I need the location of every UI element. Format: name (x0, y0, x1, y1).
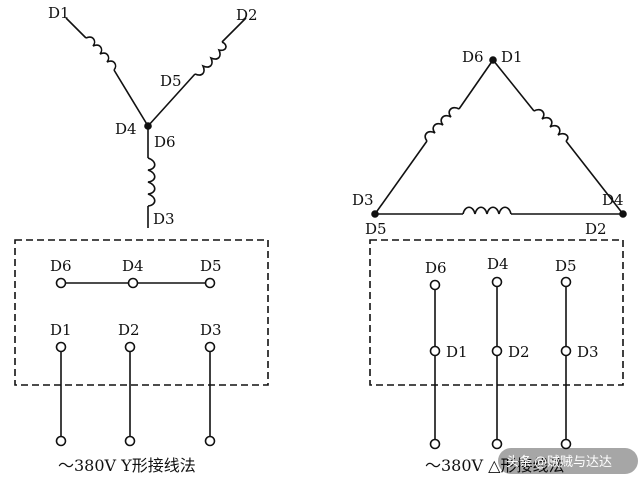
delta-supply-terminal-l2 (491, 438, 503, 450)
wye-neutral-node (144, 122, 152, 130)
wye-caption: ～380V Y形接线法 (58, 456, 196, 475)
wye-terminal-d4 (127, 277, 139, 289)
delta-lead-right-top (492, 59, 535, 112)
delta-lead-left-top (458, 59, 494, 110)
delta-terminal-d6 (429, 279, 441, 291)
wye-label-d6: D6 (154, 133, 176, 151)
delta-box-label-d1: D1 (446, 343, 468, 361)
wye-label-d4: D4 (115, 120, 137, 138)
wye-terminal-d1 (55, 341, 67, 353)
delta-lead-left-bottom (374, 140, 428, 215)
wye-lead-d1 (65, 17, 87, 39)
delta-terminal-d1 (429, 345, 441, 357)
wye-terminal-d3 (204, 341, 216, 353)
delta-caption: ～380V △形接线法 (425, 456, 565, 475)
delta-label-d2: D2 (585, 220, 607, 238)
wye-terminal-d5 (204, 277, 216, 289)
delta-label-d3: D3 (352, 191, 374, 209)
wye-label-d1: D1 (48, 4, 70, 22)
wye-supply-terminal-l2 (124, 435, 136, 447)
wye-label-d5: D5 (160, 72, 182, 90)
wye-supply-leads (60, 352, 211, 436)
delta-winding-diagram (371, 56, 627, 218)
delta-node-top (489, 56, 497, 64)
delta-label-d1: D1 (501, 48, 523, 66)
delta-box-label-d6: D6 (425, 259, 447, 277)
wye-box-label-d6: D6 (50, 257, 72, 275)
wye-coil-d3 (147, 157, 156, 207)
wye-winding-diagram (65, 17, 247, 228)
delta-box-label-d2: D2 (508, 343, 530, 361)
watermark-prefix: 头条 (506, 454, 532, 470)
delta-box-label-d5: D5 (555, 257, 577, 275)
delta-lead-right-bottom (565, 140, 624, 215)
wye-box-label-d1: D1 (50, 321, 72, 339)
wye-supply-terminal-l3 (204, 435, 216, 447)
delta-terminal-d3 (560, 345, 572, 357)
delta-terminal-box (369, 239, 624, 386)
watermark-handle: @贼贼与达达 (534, 455, 612, 470)
wye-coil-d2 (194, 41, 227, 76)
delta-supply-terminal-l3 (560, 438, 572, 450)
delta-box-label-d3: D3 (577, 343, 599, 361)
delta-terminal-d2 (491, 345, 503, 357)
delta-vertical-links (434, 287, 567, 439)
delta-coil-left (424, 106, 460, 142)
watermark: 头条 @贼贼与达达 (498, 448, 638, 474)
wye-label-d2: D2 (236, 6, 258, 24)
wye-supply-terminal-l1 (55, 435, 67, 447)
delta-label-d5: D5 (365, 220, 387, 238)
delta-coil-right (533, 108, 569, 142)
wye-box-label-d2: D2 (118, 321, 140, 339)
delta-supply-terminal-l1 (429, 438, 441, 450)
delta-label-d4: D4 (602, 191, 624, 209)
delta-terminal-d5 (560, 276, 572, 288)
wye-terminal-d2 (124, 341, 136, 353)
wye-lead-d2-center (147, 73, 196, 127)
wye-coil-d1 (85, 36, 117, 71)
delta-coil-bottom (462, 206, 512, 215)
wye-terminal-d6 (55, 277, 67, 289)
wye-lead-d1-center (113, 69, 149, 127)
delta-terminal-d4 (491, 276, 503, 288)
wye-box-label-d5: D5 (200, 257, 222, 275)
wye-box-label-d4: D4 (122, 257, 144, 275)
wye-label-d3: D3 (153, 210, 175, 228)
delta-label-d6: D6 (462, 48, 484, 66)
delta-node-right (619, 210, 627, 218)
wye-lead-d2 (221, 17, 247, 43)
wye-box-label-d3: D3 (200, 321, 222, 339)
delta-node-left (371, 210, 379, 218)
delta-box-label-d4: D4 (487, 255, 509, 273)
wye-terminal-box (14, 239, 269, 386)
